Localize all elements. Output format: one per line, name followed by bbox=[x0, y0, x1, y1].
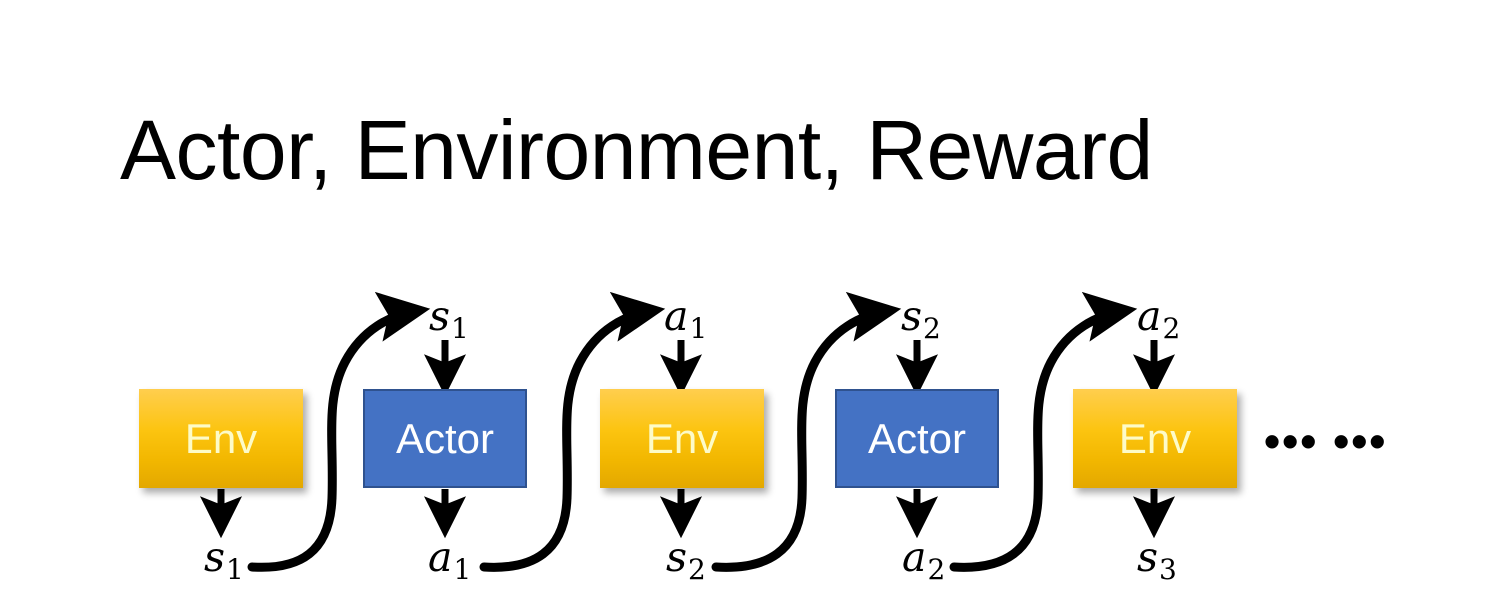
node-env-3-label: Env bbox=[1118, 414, 1192, 462]
label-bottom-s1: s1 bbox=[204, 537, 244, 584]
node-env-1[interactable]: Env bbox=[139, 389, 303, 488]
label-bottom-a1-index: 1 bbox=[453, 553, 472, 587]
node-env-3[interactable]: Env bbox=[1073, 389, 1237, 488]
label-bottom-a2-index: 2 bbox=[927, 553, 946, 587]
label-bottom-a1: a1 bbox=[428, 537, 471, 584]
label-bottom-a1-symbol: a bbox=[428, 533, 453, 581]
label-bottom-s1-symbol: s bbox=[204, 533, 226, 581]
node-env-2-label: Env bbox=[645, 414, 719, 462]
node-actor-1[interactable]: Actor bbox=[363, 389, 527, 488]
label-top-a1-index: 1 bbox=[689, 312, 708, 346]
node-actor-2-label: Actor bbox=[867, 414, 967, 462]
node-env-2[interactable]: Env bbox=[600, 389, 764, 488]
label-bottom-s2-index: 2 bbox=[688, 553, 706, 587]
label-bottom-s3-index: 3 bbox=[1159, 553, 1177, 587]
continuation-ellipsis: ••• ••• bbox=[1264, 415, 1388, 467]
page-title: Actor, Environment, Reward bbox=[120, 103, 1153, 197]
label-top-a2-symbol: a bbox=[1137, 292, 1162, 340]
node-env-1-label: Env bbox=[184, 414, 258, 462]
label-top-s2: s2 bbox=[901, 296, 941, 343]
label-bottom-a2-symbol: a bbox=[902, 533, 927, 581]
label-bottom-s3-symbol: s bbox=[1137, 533, 1159, 581]
label-top-s1-symbol: s bbox=[429, 292, 451, 340]
label-bottom-s1-index: 1 bbox=[226, 553, 244, 587]
node-actor-1-label: Actor bbox=[395, 414, 495, 462]
arrows-out-of-boxes bbox=[200, 489, 1175, 539]
arrows-into-boxes bbox=[424, 340, 1175, 397]
label-top-a1-symbol: a bbox=[664, 292, 689, 340]
label-top-a2: a2 bbox=[1137, 296, 1180, 343]
node-actor-2[interactable]: Actor bbox=[835, 389, 999, 488]
label-bottom-a2: a2 bbox=[902, 537, 945, 584]
label-top-s1: s1 bbox=[429, 296, 469, 343]
label-top-s2-symbol: s bbox=[901, 292, 923, 340]
label-top-a2-index: 2 bbox=[1162, 312, 1181, 346]
label-top-s2-index: 2 bbox=[923, 312, 941, 346]
label-top-s1-index: 1 bbox=[451, 312, 469, 346]
label-bottom-s3: s3 bbox=[1137, 537, 1177, 584]
label-bottom-s2: s2 bbox=[666, 537, 706, 584]
label-top-a1: a1 bbox=[664, 296, 707, 343]
label-bottom-s2-symbol: s bbox=[666, 533, 688, 581]
